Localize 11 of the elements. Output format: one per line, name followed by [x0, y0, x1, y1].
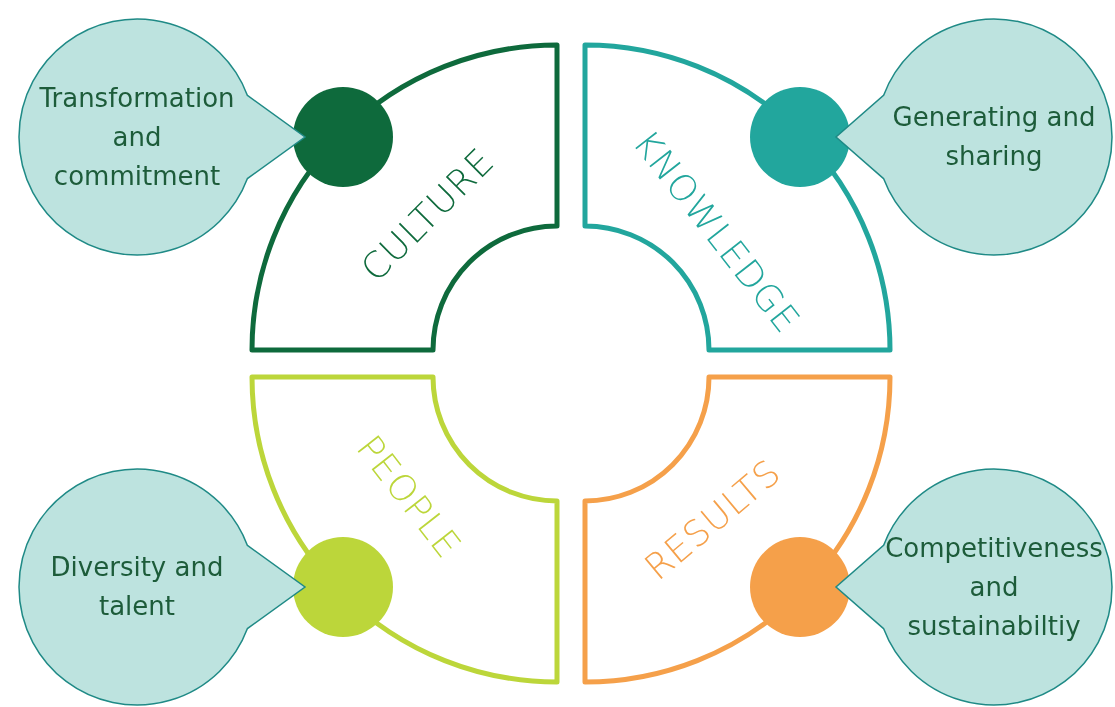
bubble-text: Diversity and talent [49, 551, 225, 623]
speech-bubble [836, 19, 1112, 255]
ring-segment [252, 377, 557, 682]
bubble-text: Transformation and commitment [38, 81, 236, 193]
speech-bubble [19, 469, 305, 705]
ring-segment [585, 45, 890, 350]
speech-bubble [836, 469, 1112, 705]
ring-segment [252, 45, 557, 350]
bubble-text: Competitiveness and sustainabiltiy [884, 531, 1104, 643]
bubble-text: Generating and sharing [891, 101, 1097, 173]
speech-bubble [19, 19, 305, 255]
